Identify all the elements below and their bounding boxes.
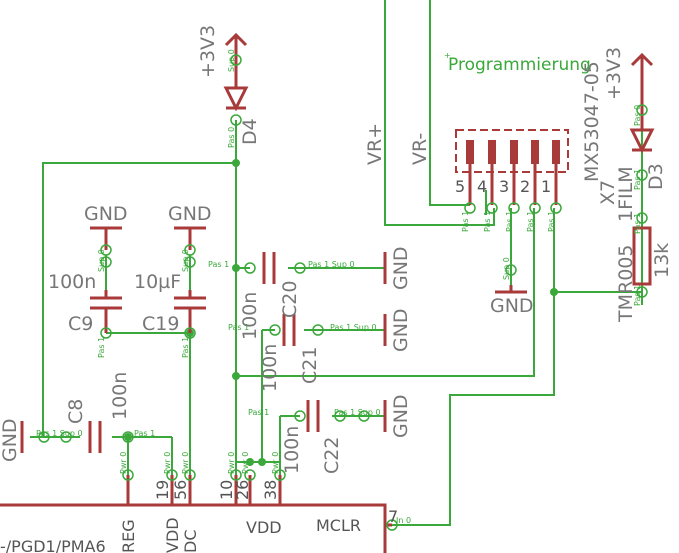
diode-d3 [629, 52, 655, 154]
x7-pin-1: 1 [541, 177, 551, 196]
svg-text:Pas 1: Pas 1 [633, 285, 642, 306]
d3-label: D3 [645, 163, 667, 190]
svg-text:Pas 0: Pas 0 [633, 105, 642, 126]
ic-left-label: -/PGD1/PMA6 [0, 537, 106, 553]
svg-text:Pas 1: Pas 1 [505, 211, 514, 232]
svg-text:Pas 1: Pas 1 [228, 323, 249, 332]
svg-text:Sup 0: Sup 0 [181, 249, 190, 272]
svg-text:Pas 1 Sup 0: Pas 1 Sup 0 [36, 429, 83, 438]
c19-name: C19 [142, 313, 179, 335]
capacitor-c22 [306, 400, 320, 432]
svg-text:Pas 1: Pas 1 [461, 211, 470, 232]
diode-d4 [223, 32, 249, 112]
svg-text:Pas 1: Pas 1 [208, 260, 229, 269]
ic-pin-num-26: 26 [233, 480, 252, 500]
ic-body [0, 475, 392, 553]
x7-name-label: X7 [597, 180, 619, 205]
c8-name: C8 [65, 399, 87, 424]
c9-value: 100n [48, 271, 96, 293]
svg-text:Pwr 0: Pwr 0 [241, 452, 250, 474]
svg-text:Pas 1: Pas 1 [633, 169, 642, 190]
gnd-symbols [20, 226, 527, 453]
c22-value: 100n [281, 426, 303, 474]
net-label-vr-minus: VR- [409, 133, 431, 165]
ic-pin-num-38: 38 [261, 480, 280, 500]
gnd-label-c9: GND [84, 203, 128, 225]
svg-text:Pwr 0: Pwr 0 [271, 452, 280, 474]
x7-pin-3: 3 [499, 177, 509, 196]
c9-name: C9 [68, 313, 93, 335]
svg-text:Pas 1 Sup 0: Pas 1 Sup 0 [330, 323, 377, 332]
supply-label-d3: +3V3 [603, 47, 625, 100]
ic-pin-num-19: 19 [153, 480, 172, 500]
supply-label-d4: +3V3 [197, 25, 219, 78]
capacitor-c21 [282, 314, 296, 346]
junctions [124, 159, 558, 466]
svg-text:Pas 1: Pas 1 [181, 337, 190, 358]
gnd-label-c20: GND [390, 246, 412, 290]
svg-text:Pas 1: Pas 1 [547, 211, 556, 232]
svg-text:Sup 0: Sup 0 [502, 257, 511, 280]
gnd-label-c22: GND [390, 394, 412, 438]
ic-pin-reg: REG [119, 519, 138, 553]
resistor-part: TMR005 [615, 245, 637, 323]
net-label-vr-plus: VR+ [364, 123, 386, 165]
resistor-13k [632, 226, 652, 286]
gnd-label-c19: GND [168, 203, 212, 225]
svg-text:Pas 1 Sup 0: Pas 1 Sup 0 [308, 260, 355, 269]
title-origin-mark: + [444, 51, 451, 60]
ic-pin-num-7: 7 [388, 507, 398, 526]
gnd-label-c21: GND [390, 308, 412, 352]
capacitor-c19 [174, 290, 206, 333]
c22-name: C22 [321, 437, 343, 474]
svg-text:Pwr 0: Pwr 0 [227, 452, 236, 474]
pin-markers [38, 54, 648, 531]
capacitor-c20 [262, 252, 276, 284]
svg-text:Pas 1: Pas 1 [483, 211, 492, 232]
c20-name: C20 [279, 281, 301, 318]
svg-text:Pas 1: Pas 1 [97, 337, 106, 358]
section-title: Programmierung [448, 55, 591, 75]
svg-text:Pwr 0: Pwr 0 [119, 452, 128, 474]
svg-text:Pwr 0: Pwr 0 [181, 452, 190, 474]
d4-label: D4 [239, 118, 261, 145]
svg-text:Pas 1: Pas 1 [633, 213, 642, 234]
ic-pin-num-56: 56 [171, 480, 190, 500]
x7-pin-4: 4 [477, 177, 487, 196]
pin-annotations: Pas 0 Sup 0 Pas 0 Pas 1 Pas 1 Pas 1 Pas … [36, 49, 642, 525]
resistor-value: 13k [651, 243, 673, 278]
svg-text:Sup 0: Sup 0 [227, 49, 236, 72]
svg-text:Pas 1: Pas 1 [134, 429, 155, 438]
svg-text:In 0: In 0 [396, 516, 411, 525]
svg-text:Pas 0: Pas 0 [227, 127, 236, 148]
ic-vdd-label: VDD [246, 518, 282, 537]
svg-text:Pas 1 Sup 0: Pas 1 Sup 0 [334, 408, 381, 417]
x7-part-label: MX53047-05 [581, 61, 603, 182]
c21-name: C21 [299, 347, 321, 384]
capacitor-c9 [90, 290, 122, 333]
d3-package: 1FILM [615, 166, 637, 222]
svg-text:Pas 1: Pas 1 [526, 211, 535, 232]
svg-text:Pas 1: Pas 1 [248, 408, 269, 417]
c20-value: 100n [239, 292, 261, 340]
connector-x7 [455, 129, 569, 205]
c21-value: 100n [259, 344, 281, 392]
gnd-label-c8: GND [0, 418, 21, 462]
gnd-label-x7: GND [490, 295, 534, 317]
ic-pin-vdd: VDD [163, 517, 182, 553]
x7-pin-2: 2 [520, 177, 530, 196]
c8-value: 100n [109, 372, 131, 420]
ic-pin-dc: DC [181, 530, 200, 553]
capacitor-c8 [88, 421, 102, 453]
x7-pin-5: 5 [455, 177, 465, 196]
svg-text:Sup 0: Sup 0 [97, 249, 106, 272]
ic-mclr-label: MCLR [316, 516, 361, 535]
ic-pin-num-10: 10 [217, 480, 236, 500]
c19-value: 10µF [134, 271, 181, 293]
svg-text:Pwr 0: Pwr 0 [163, 452, 172, 474]
